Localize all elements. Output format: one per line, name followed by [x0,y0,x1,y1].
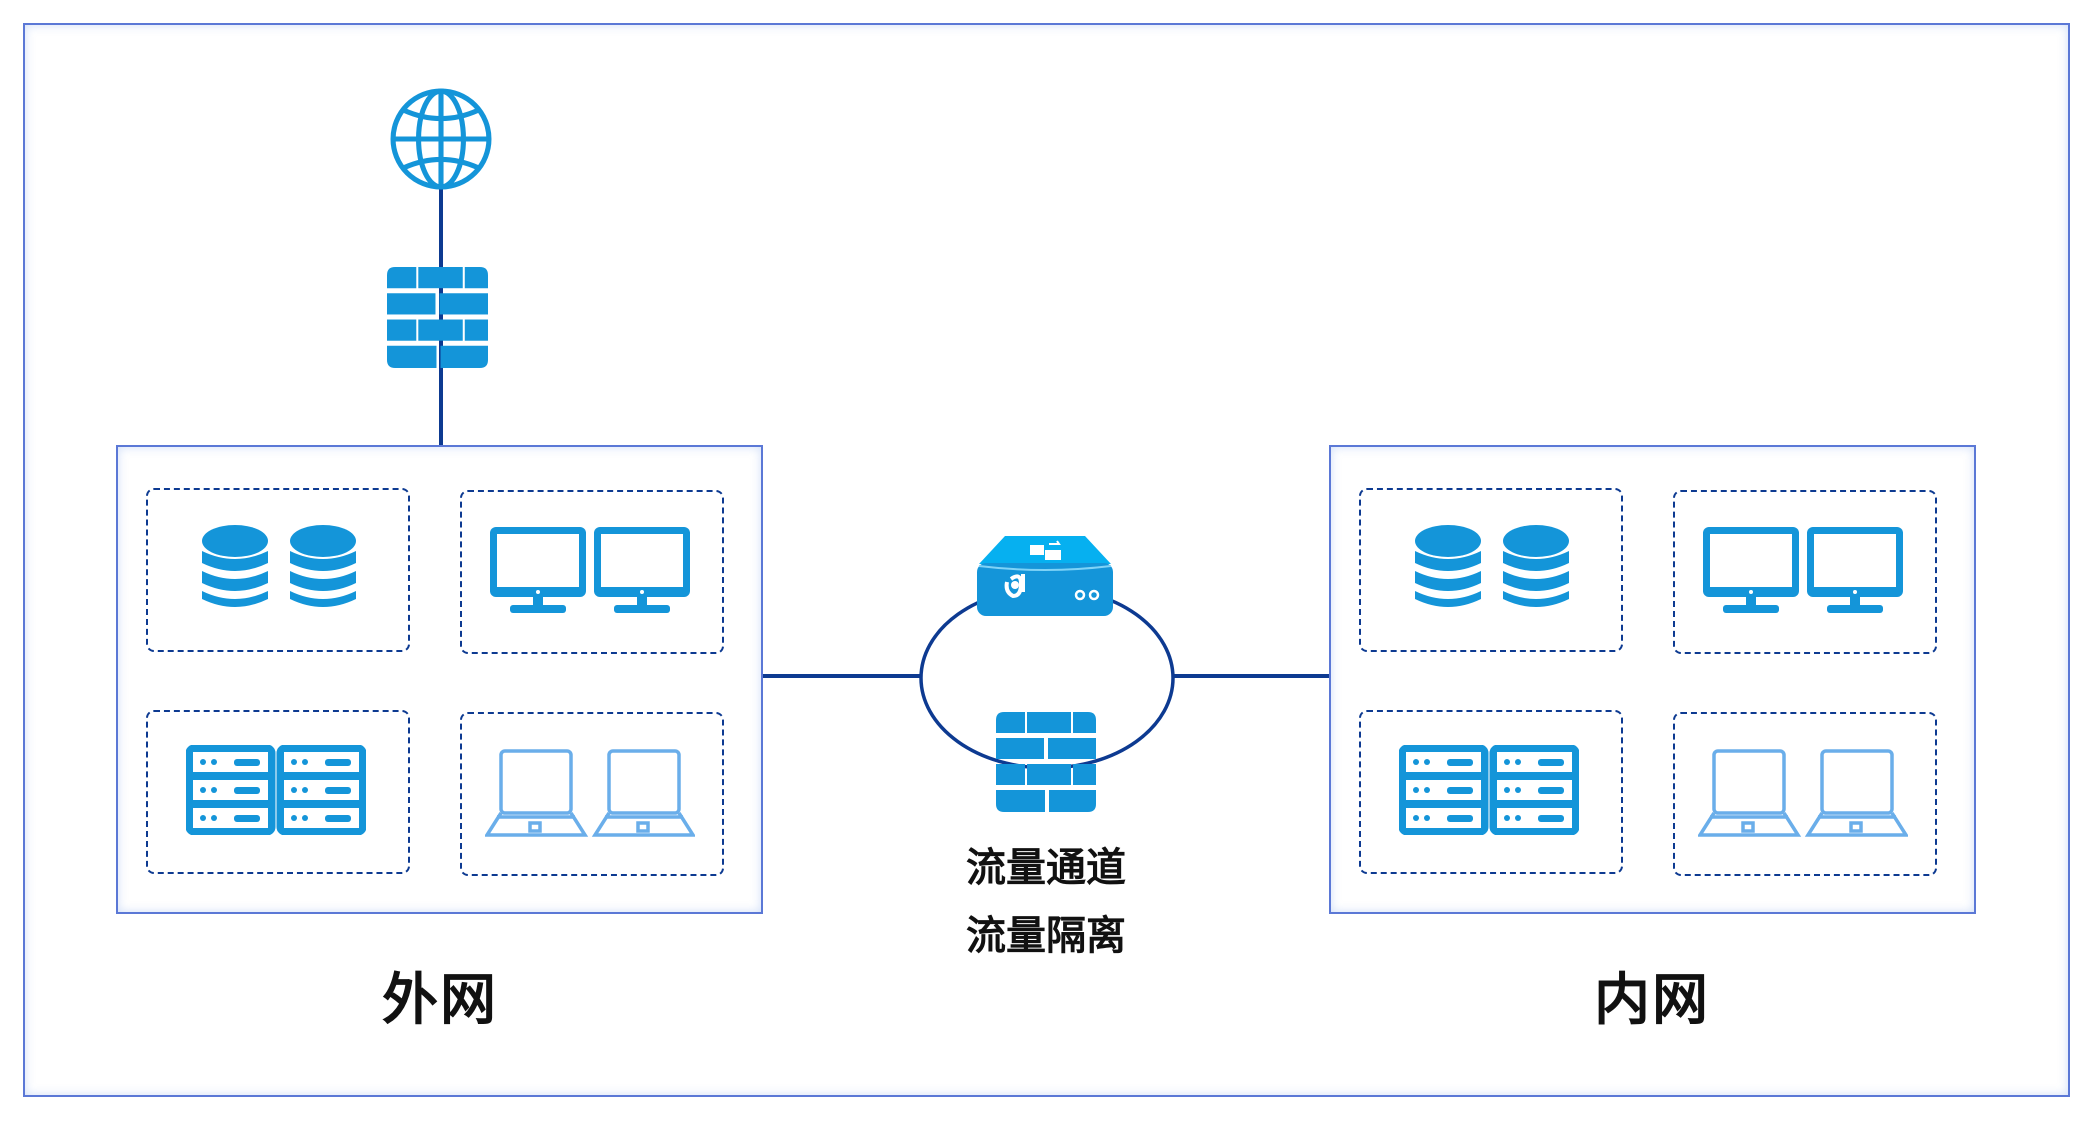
external-monitor-group [460,490,724,654]
laptop-icon [483,747,697,841]
database-icon [1409,523,1569,617]
external-database-group [146,488,410,652]
internal-monitor-group [1673,490,1937,654]
internal-database-group [1359,488,1623,652]
database-icon [196,523,356,617]
internal-server-rack-group [1359,710,1623,874]
firewall-icon [996,712,1096,812]
server-rack-icon [1398,744,1580,839]
internal-laptop-group [1673,712,1937,876]
globe-icon [390,88,492,190]
firewall-icon [387,267,488,368]
laptop-icon [1696,747,1910,841]
traffic-channel-text: 流量通道 [966,845,1126,891]
traffic-channel-label: 流量通道 流量隔离 [946,834,1146,970]
monitor-icon [488,525,693,619]
security-gateway-icon [977,536,1113,616]
traffic-isolation-text: 流量隔离 [966,913,1126,959]
monitor-icon [1701,525,1906,619]
internal-zone-label: 内网 [1594,968,1710,1033]
external-laptop-group [460,712,724,876]
server-rack-icon [185,744,367,839]
external-zone-label: 外网 [382,968,498,1033]
external-server-rack-group [146,710,410,874]
